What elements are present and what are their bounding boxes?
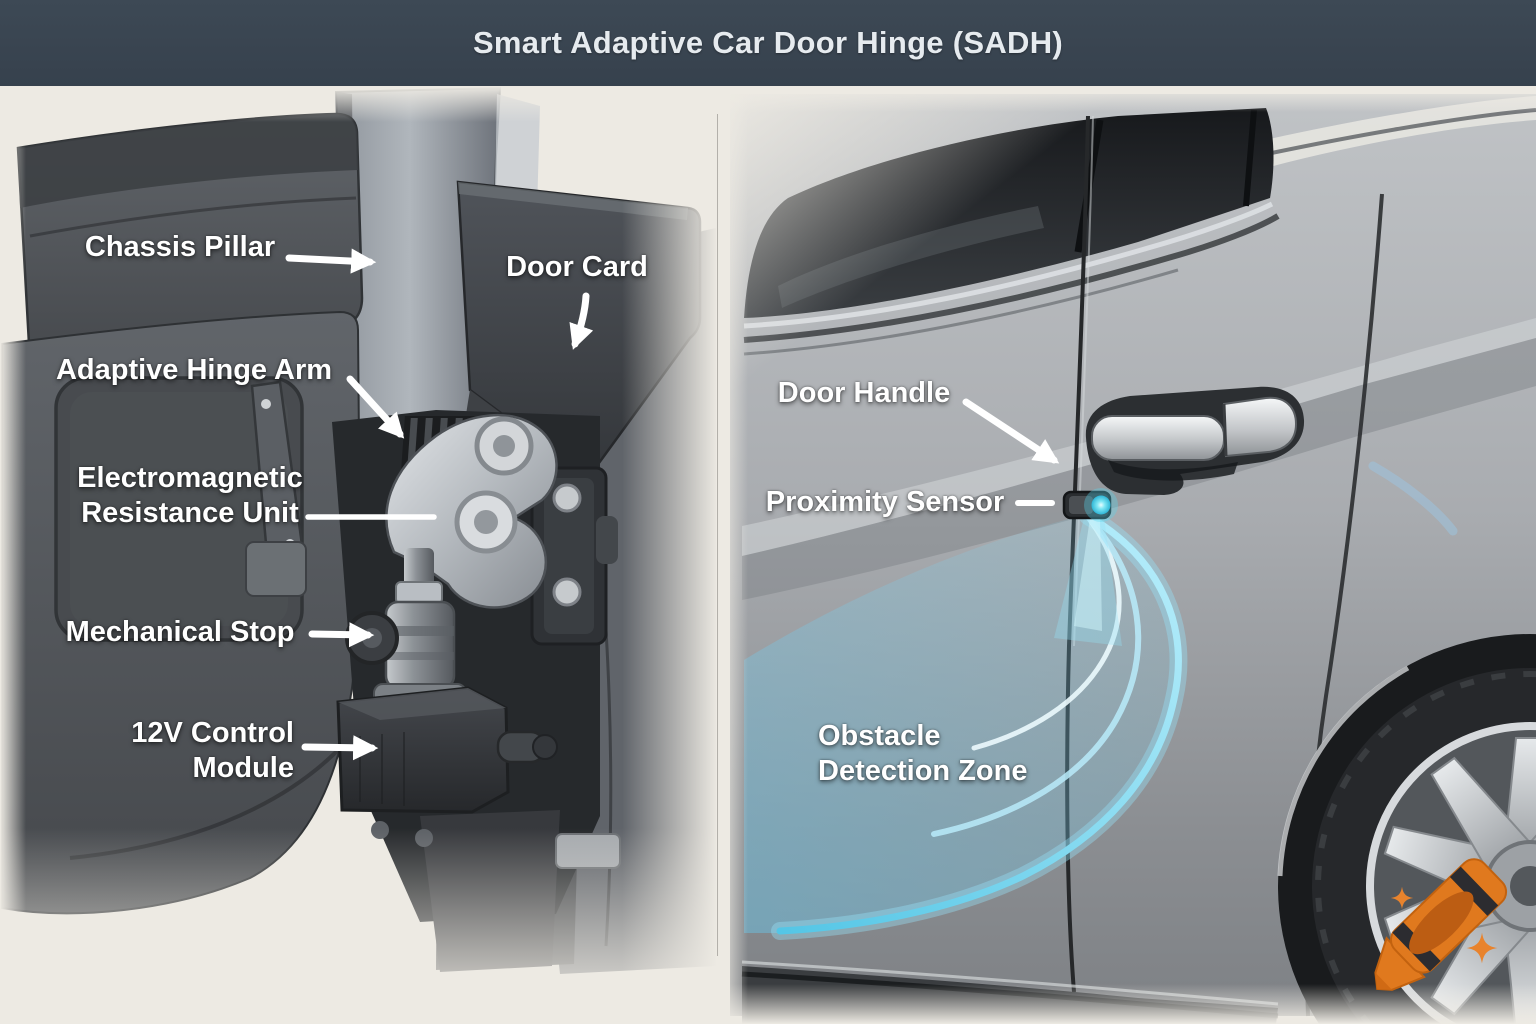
hinge-detail-illustration xyxy=(0,86,718,1024)
craiyon-watermark xyxy=(1374,858,1508,991)
door-hinge-bracket-graphic xyxy=(530,466,618,646)
illustration-canvas: Chassis Pillar Door Card Adaptive Hinge … xyxy=(0,86,1536,1024)
car-side-illustration xyxy=(718,86,1536,1024)
top-fade xyxy=(0,86,718,122)
label-door-card: Door Card xyxy=(506,251,648,283)
corner-fade xyxy=(718,86,1148,416)
bottom-fade xyxy=(718,984,1536,1024)
crayon-icon xyxy=(1374,858,1508,991)
header-bar: Smart Adaptive Car Door Hinge (SADH) xyxy=(0,0,1536,86)
label-electromagnetic-resistance-unit: Electromagnetic Resistance Unit xyxy=(77,462,303,529)
left-fade xyxy=(0,86,26,1024)
left-bracket-rail-graphic xyxy=(245,380,307,597)
label-control-module: 12V Control Module xyxy=(131,717,294,784)
sparkle-icon xyxy=(1390,886,1414,910)
label-adaptive-hinge-arm: Adaptive Hinge Arm xyxy=(55,354,333,386)
label-door-handle: Door Handle xyxy=(777,377,951,409)
top-fade xyxy=(718,86,1536,112)
proximity-sensor-graphic xyxy=(1054,488,1122,646)
sensor-led xyxy=(1091,495,1111,515)
label-mechanical-stop: Mechanical Stop xyxy=(65,616,295,648)
sparkle-icon xyxy=(1466,932,1498,964)
label-chassis-pillar: Chassis Pillar xyxy=(84,231,276,263)
label-proximity-sensor: Proximity Sensor xyxy=(765,486,1005,518)
bottom-fade xyxy=(0,828,718,1024)
left-fade xyxy=(718,86,748,1024)
detection-zone-graphic xyxy=(744,507,1188,940)
label-obstacle-detection-zone: Obstacle Detection Zone xyxy=(818,720,1028,787)
car-roof-graphic xyxy=(1238,96,1536,170)
right-fade xyxy=(622,86,718,1024)
page-title: Smart Adaptive Car Door Hinge (SADH) xyxy=(472,25,1064,60)
